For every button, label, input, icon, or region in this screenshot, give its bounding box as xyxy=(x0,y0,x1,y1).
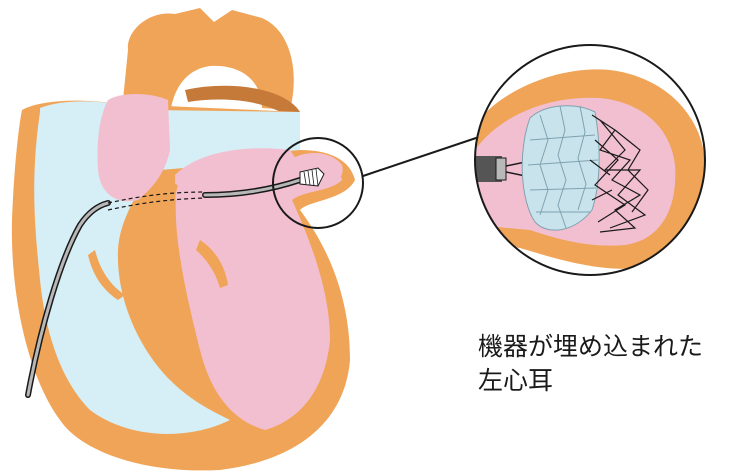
left-atrium xyxy=(97,94,170,202)
caption: 機器が埋め込まれた 左心耳 xyxy=(478,330,743,398)
heart-body xyxy=(11,94,355,471)
left-ventricle xyxy=(175,148,342,430)
caption-line-2: 左心耳 xyxy=(478,366,554,395)
catheter-distal-inner xyxy=(203,178,302,197)
occluder-device-icon xyxy=(475,105,649,233)
right-atrium xyxy=(34,110,230,434)
caption-line-1: 機器が埋め込まれた xyxy=(478,332,704,361)
catheter-tube-inner xyxy=(26,201,110,397)
septum xyxy=(153,180,210,390)
catheter-tip-icon xyxy=(299,167,325,187)
pulmonary-vein-band xyxy=(150,110,300,170)
device-struts xyxy=(589,114,649,233)
tricuspid-valve xyxy=(88,250,125,300)
catheter xyxy=(25,167,325,398)
zoom-connector-line xyxy=(362,135,483,177)
magnified-view xyxy=(475,45,705,275)
magnified-view-border xyxy=(474,44,706,276)
catheter-hidden-path xyxy=(107,191,206,204)
zoom-source-circle xyxy=(272,137,364,229)
pulmonary-artery xyxy=(185,85,300,122)
papillary-muscle xyxy=(196,240,228,288)
catheter-hidden-path-2 xyxy=(107,197,206,211)
